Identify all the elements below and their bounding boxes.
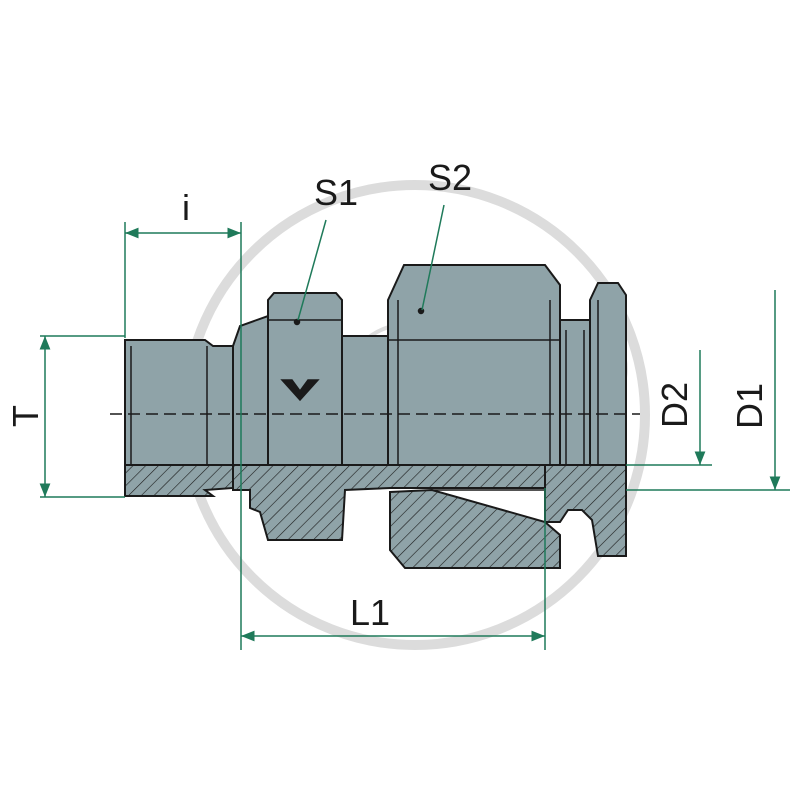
label-l1: L1 [350, 592, 390, 633]
exterior-details [130, 300, 599, 465]
fitting-section [124, 464, 627, 569]
label-i: i [182, 187, 190, 228]
groove [559, 319, 591, 466]
neck [341, 335, 389, 466]
label-s1: S1 [314, 172, 358, 213]
threaded-stud [124, 339, 234, 466]
hex-s2 [387, 264, 561, 466]
leader-s1 [297, 219, 327, 321]
section-flange [544, 464, 627, 557]
leaders [297, 204, 445, 321]
flange [589, 282, 627, 466]
hex-s1 [267, 292, 343, 466]
collar [232, 314, 269, 466]
label-t: T [5, 405, 46, 427]
leader-s2 [421, 204, 445, 311]
label-s2: S2 [428, 157, 472, 198]
label-d1: D1 [729, 383, 770, 429]
dimensions [39, 222, 790, 650]
section-nut [389, 488, 561, 569]
label-d2: D2 [654, 382, 695, 428]
